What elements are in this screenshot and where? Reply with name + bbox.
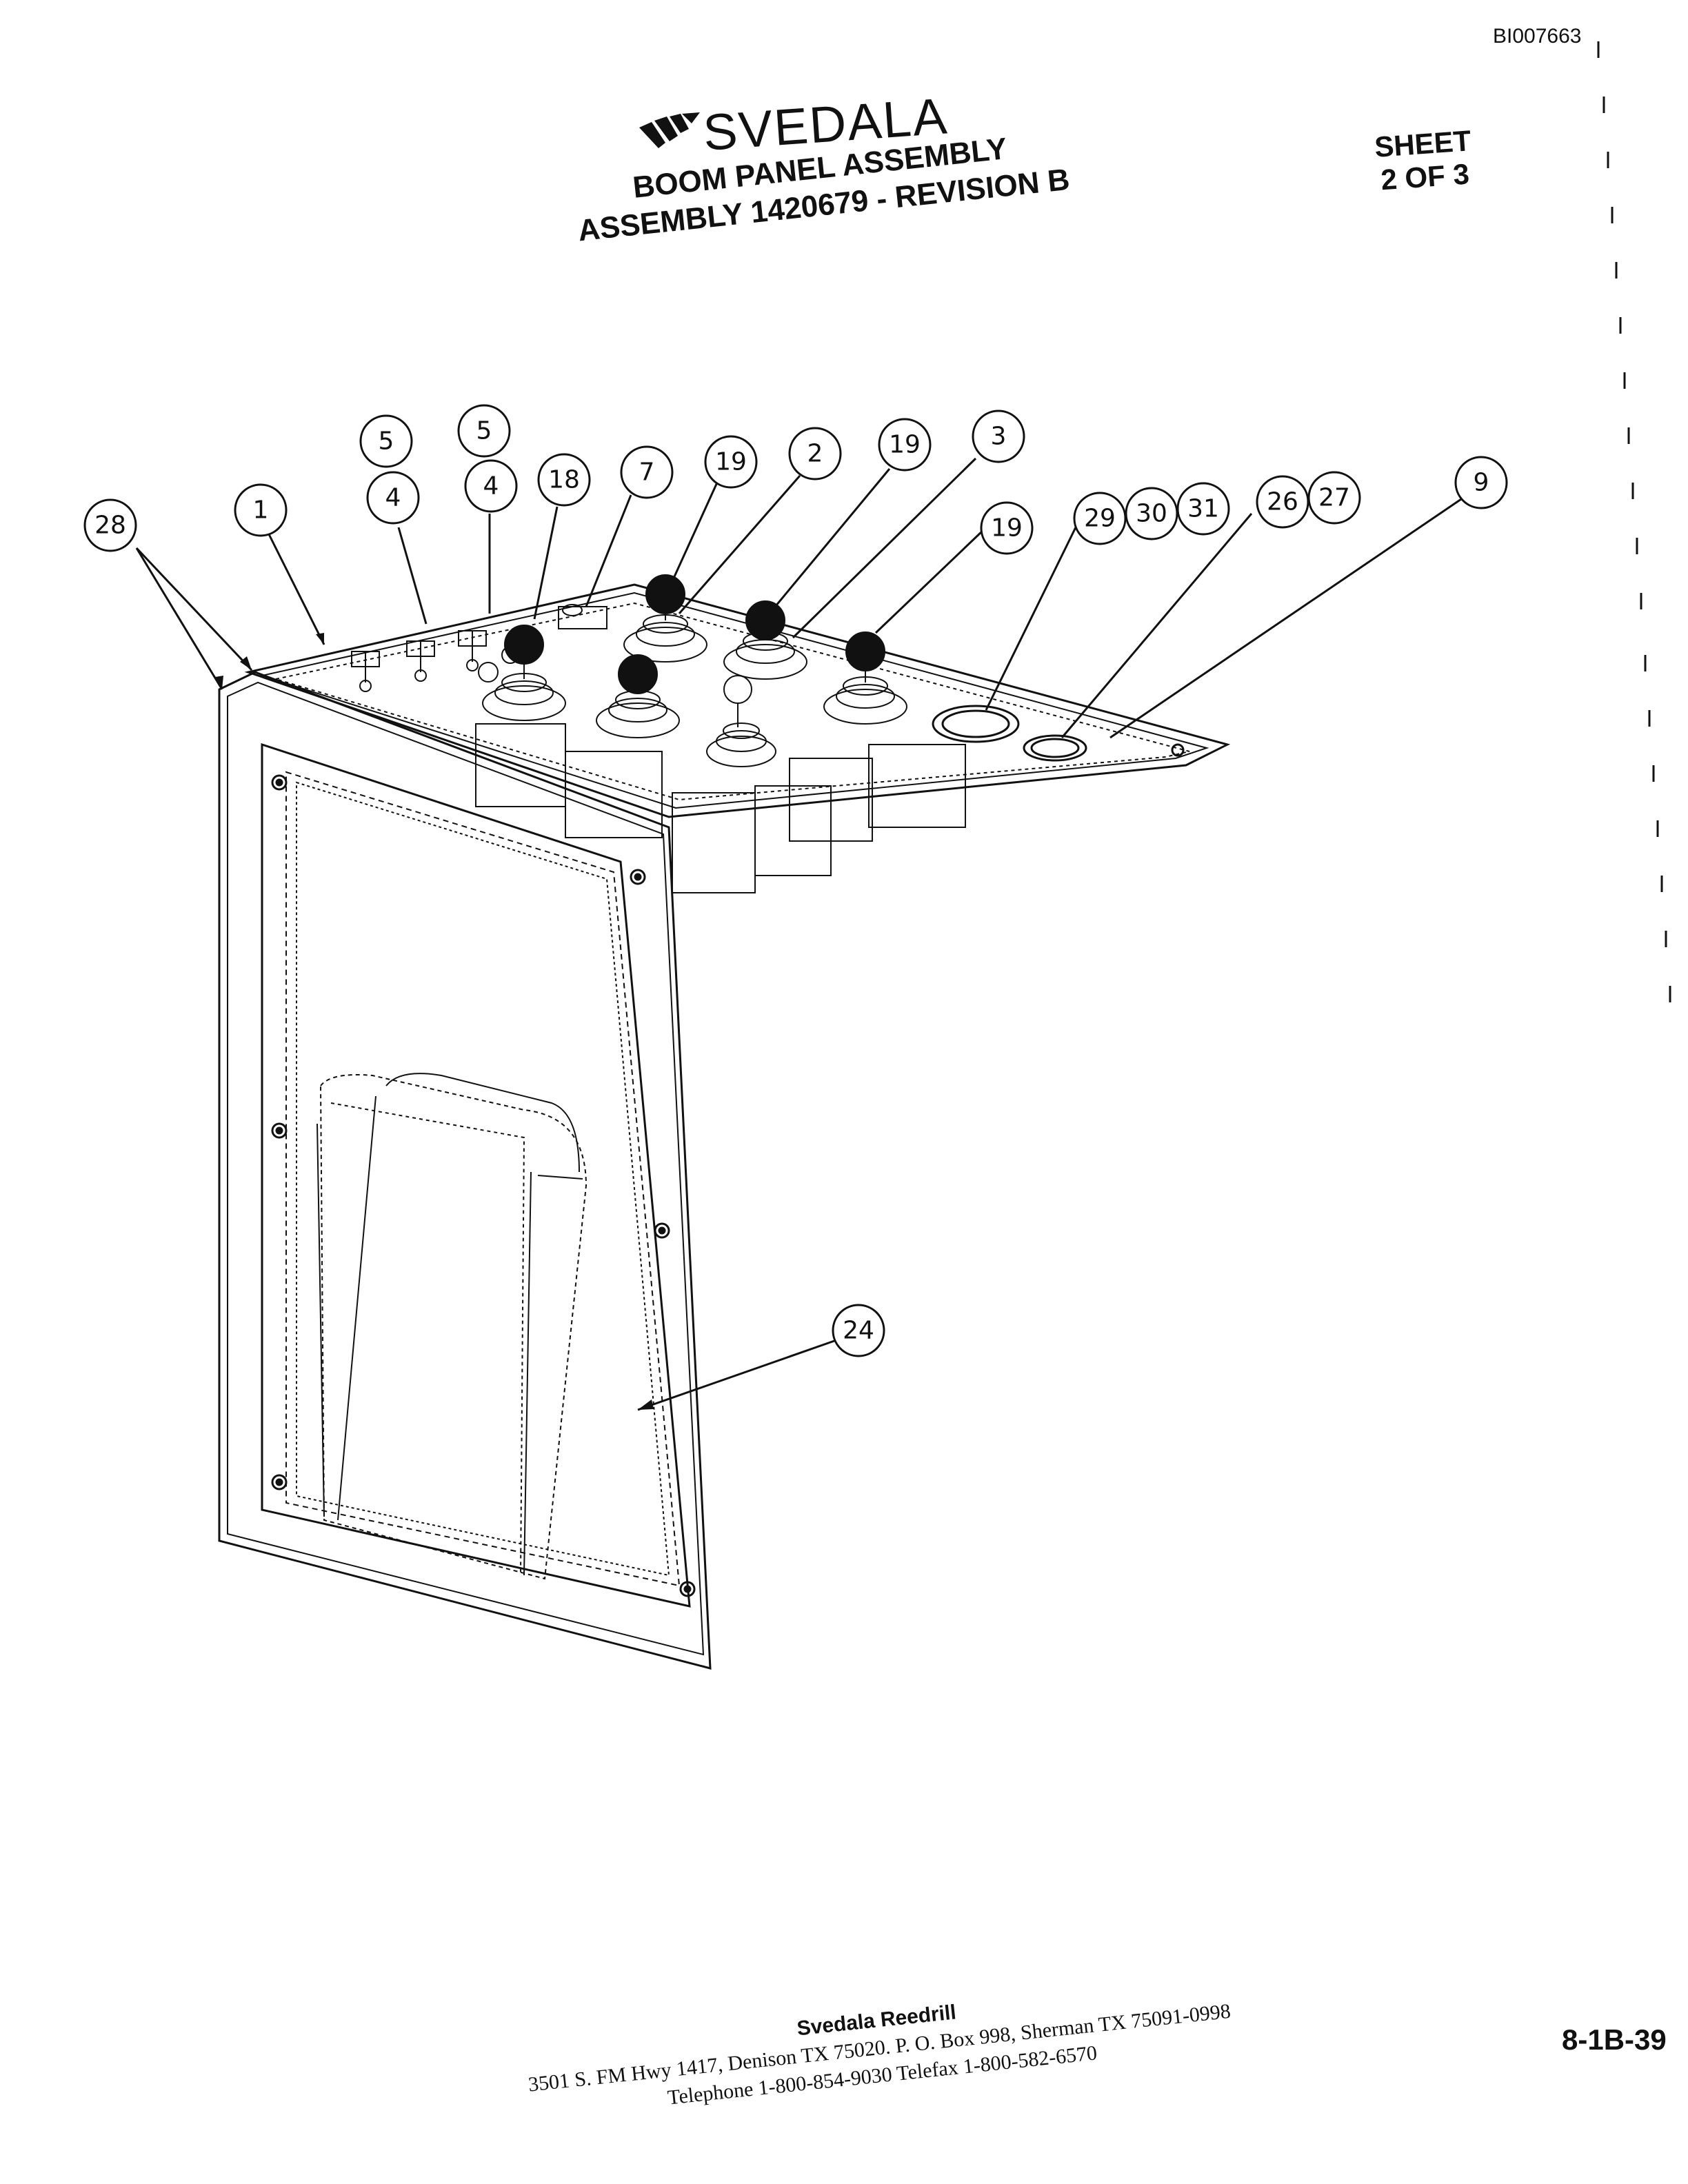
- callout-label: 19: [715, 448, 747, 476]
- callout-label: 19: [889, 431, 921, 459]
- svedala-logo-icon: [639, 112, 700, 148]
- callout-label: 5: [379, 427, 394, 456]
- callout-label: 24: [843, 1317, 874, 1345]
- callout-label: 5: [476, 417, 492, 445]
- callouts: [83, 404, 1508, 1357]
- callout-3: [972, 410, 1025, 463]
- callout-18: [537, 453, 591, 507]
- callout-label: 2: [807, 440, 823, 468]
- document-id: BI007663: [1493, 25, 1582, 48]
- callout-30: [1125, 487, 1178, 540]
- callout-29: [1073, 492, 1127, 545]
- callout-19b: [878, 418, 932, 472]
- page-number: 8-1B-39: [1562, 2023, 1667, 2056]
- callout-label: 9: [1474, 469, 1489, 497]
- callout-1: [234, 483, 288, 537]
- callout-label: 4: [483, 472, 499, 501]
- margin-ticks: [1597, 41, 1671, 1002]
- callout-19a: [704, 435, 758, 489]
- callout-31: [1176, 482, 1230, 536]
- brand-header: SVEDALA: [638, 87, 950, 162]
- callout-9: [1454, 456, 1508, 509]
- front-panel: [218, 671, 712, 1670]
- callout-label: 31: [1187, 495, 1219, 523]
- callout-5a: [359, 414, 413, 468]
- callout-label: 28: [94, 512, 126, 540]
- callout-label: 18: [548, 466, 580, 494]
- callout-27: [1307, 471, 1361, 525]
- callout-label: 4: [385, 484, 401, 512]
- callout-7: [620, 445, 674, 499]
- callout-24: [832, 1304, 885, 1357]
- callout-4b: [464, 459, 518, 513]
- callout-label: 26: [1267, 488, 1298, 516]
- callout-label: 29: [1084, 505, 1116, 533]
- callout-28: [83, 498, 137, 552]
- callout-label: 27: [1318, 484, 1350, 512]
- callout-5b: [457, 404, 511, 458]
- callout-label: 7: [639, 458, 655, 487]
- callout-19c: [980, 501, 1034, 555]
- leader-lines: [135, 457, 1466, 1411]
- callout-label: 3: [991, 423, 1007, 451]
- callout-2: [788, 427, 842, 481]
- callout-4a: [366, 471, 420, 525]
- callout-label: 1: [253, 496, 269, 525]
- callout-label: 30: [1136, 500, 1167, 528]
- callout-label: 19: [991, 514, 1023, 543]
